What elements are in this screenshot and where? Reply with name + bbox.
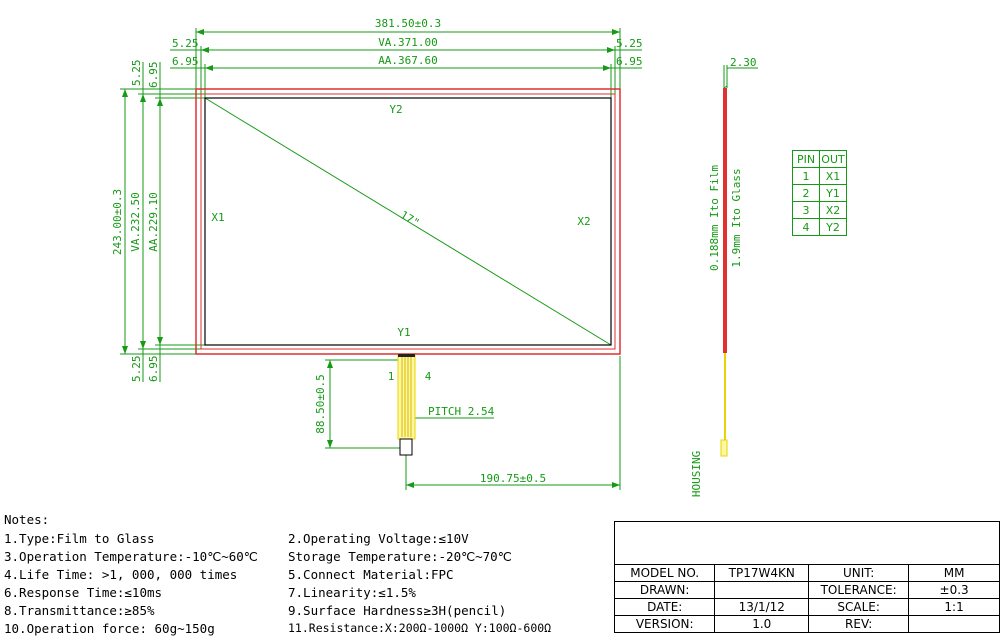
note-item: Storage Temperature:-20℃~70℃	[288, 549, 512, 564]
version-label: VERSION:	[613, 615, 716, 633]
dim-aa-height: AA.229.10	[147, 192, 160, 252]
note-item: 5.Connect Material:FPC	[288, 567, 454, 582]
table-row: VERSION: 1.0 REV:	[613, 615, 1000, 633]
note-item: 2.Operating Voltage:≤10V	[288, 531, 469, 546]
note-item: 10.Operation force: 60g~150g	[4, 621, 215, 636]
dim-va-height: VA.232.50	[129, 192, 142, 252]
dim-left-va-gap: 5.25	[172, 37, 199, 50]
dim-bottom-aa-gap: 6.95	[147, 356, 160, 383]
scale-label: SCALE:	[808, 598, 910, 616]
pin-number: 2	[792, 184, 820, 202]
rev-label: REV:	[808, 615, 910, 633]
label-pin-right: 4	[425, 370, 432, 383]
table-row: 4 Y2	[792, 218, 847, 236]
dim-aa-width: AA.367.60	[378, 54, 438, 67]
pin-output: X1	[819, 167, 847, 185]
unit-value: MM	[908, 564, 1000, 582]
dimension-arrows	[122, 29, 620, 488]
table-row: 2 Y1	[792, 184, 847, 202]
table-row: 1 X1	[792, 167, 847, 185]
drawn-label: DRAWN:	[613, 581, 716, 599]
dim-top-va-gap: 5.25	[130, 60, 143, 87]
drawn-value	[714, 581, 810, 599]
table-row: DRAWN: TOLERANCE: ±0.3	[613, 581, 1000, 599]
pin-output: X2	[819, 201, 847, 219]
label-glass: 1.9mm Ito Glass	[730, 168, 743, 267]
label-housing: HOUSING	[690, 451, 703, 497]
pin-header-out: OUT	[819, 150, 847, 168]
label-diagonal: 17"	[398, 208, 422, 229]
table-row: MODEL NO. TP17W4KN UNIT: MM	[613, 564, 1000, 582]
dim-overall-height: 243.00±0.3	[111, 189, 124, 255]
pin-table: PIN OUT 1 X1 2 Y1 3 X2 4 Y2	[792, 150, 847, 236]
note-item: 11.Resistance:X:200Ω-1000Ω Y:100Ω-600Ω	[288, 621, 552, 635]
notes-title: Notes:	[4, 512, 50, 527]
tolerance-label: TOLERANCE:	[808, 581, 910, 599]
unit-label: UNIT:	[808, 564, 910, 582]
title-block: MODEL NO. TP17W4KN UNIT: MM DRAWN: TOLER…	[613, 521, 1000, 633]
label-x1: X1	[211, 211, 224, 224]
model-value: TP17W4KN	[714, 564, 810, 582]
pin-table-header: PIN OUT	[792, 150, 847, 168]
dim-right-va-gap: 5.25	[616, 37, 643, 50]
note-item: 7.Linearity:≤1.5%	[288, 585, 416, 600]
dim-tail-length: 88.50±0.5	[314, 374, 327, 434]
note-item: 6.Response Time:≤10ms	[4, 585, 163, 600]
dim-top-aa-gap: 6.95	[147, 62, 160, 89]
title-block-header	[614, 521, 1000, 565]
version-value: 1.0	[714, 615, 810, 633]
date-value: 13/1/12	[714, 598, 810, 616]
pin-header-pin: PIN	[792, 150, 820, 168]
dimension-lines	[120, 28, 758, 490]
pin-number: 1	[792, 167, 820, 185]
dim-va-width: VA.371.00	[378, 36, 438, 49]
side-view	[720, 85, 728, 457]
note-item: 8.Transmittance:≥85%	[4, 603, 155, 618]
table-row: DATE: 13/1/12 SCALE: 1:1	[613, 598, 1000, 616]
label-pin-left: 1	[388, 370, 395, 383]
label-y2: Y2	[389, 103, 402, 116]
rev-value	[908, 615, 1000, 633]
table-row: 3 X2	[792, 201, 847, 219]
label-x2: X2	[577, 215, 590, 228]
model-label: MODEL NO.	[613, 564, 716, 582]
pin-number: 3	[792, 201, 820, 219]
note-item: 1.Type:Film to Glass	[4, 531, 155, 546]
note-item: 4.Life Time: >1, 000, 000 times	[4, 567, 238, 582]
dim-right-aa-gap: 6.95	[616, 55, 643, 68]
dim-overall-width: 381.50±0.3	[375, 17, 441, 30]
title-block-empty	[614, 521, 1000, 565]
fpc-tail	[397, 354, 416, 456]
note-item: 3.Operation Temperature:-10℃~60℃	[4, 549, 258, 564]
dim-pitch: PITCH 2.54	[428, 405, 495, 418]
scale-value: 1:1	[908, 598, 1000, 616]
date-label: DATE:	[613, 598, 716, 616]
dim-left-aa-gap: 6.95	[172, 55, 199, 68]
pin-output: Y1	[819, 184, 847, 202]
dim-bottom-va-gap: 5.25	[130, 356, 143, 383]
label-film: 0.188mm Ito Film	[708, 165, 721, 271]
label-y1: Y1	[397, 326, 410, 339]
note-item: 9.Surface Hardness≥3H(pencil)	[288, 603, 507, 618]
pin-number: 4	[792, 218, 820, 236]
dim-thickness: 2.30	[730, 56, 757, 69]
tolerance-value: ±0.3	[908, 581, 1000, 599]
pin-output: Y2	[819, 218, 847, 236]
dim-tail-offset: 190.75±0.5	[480, 472, 546, 485]
